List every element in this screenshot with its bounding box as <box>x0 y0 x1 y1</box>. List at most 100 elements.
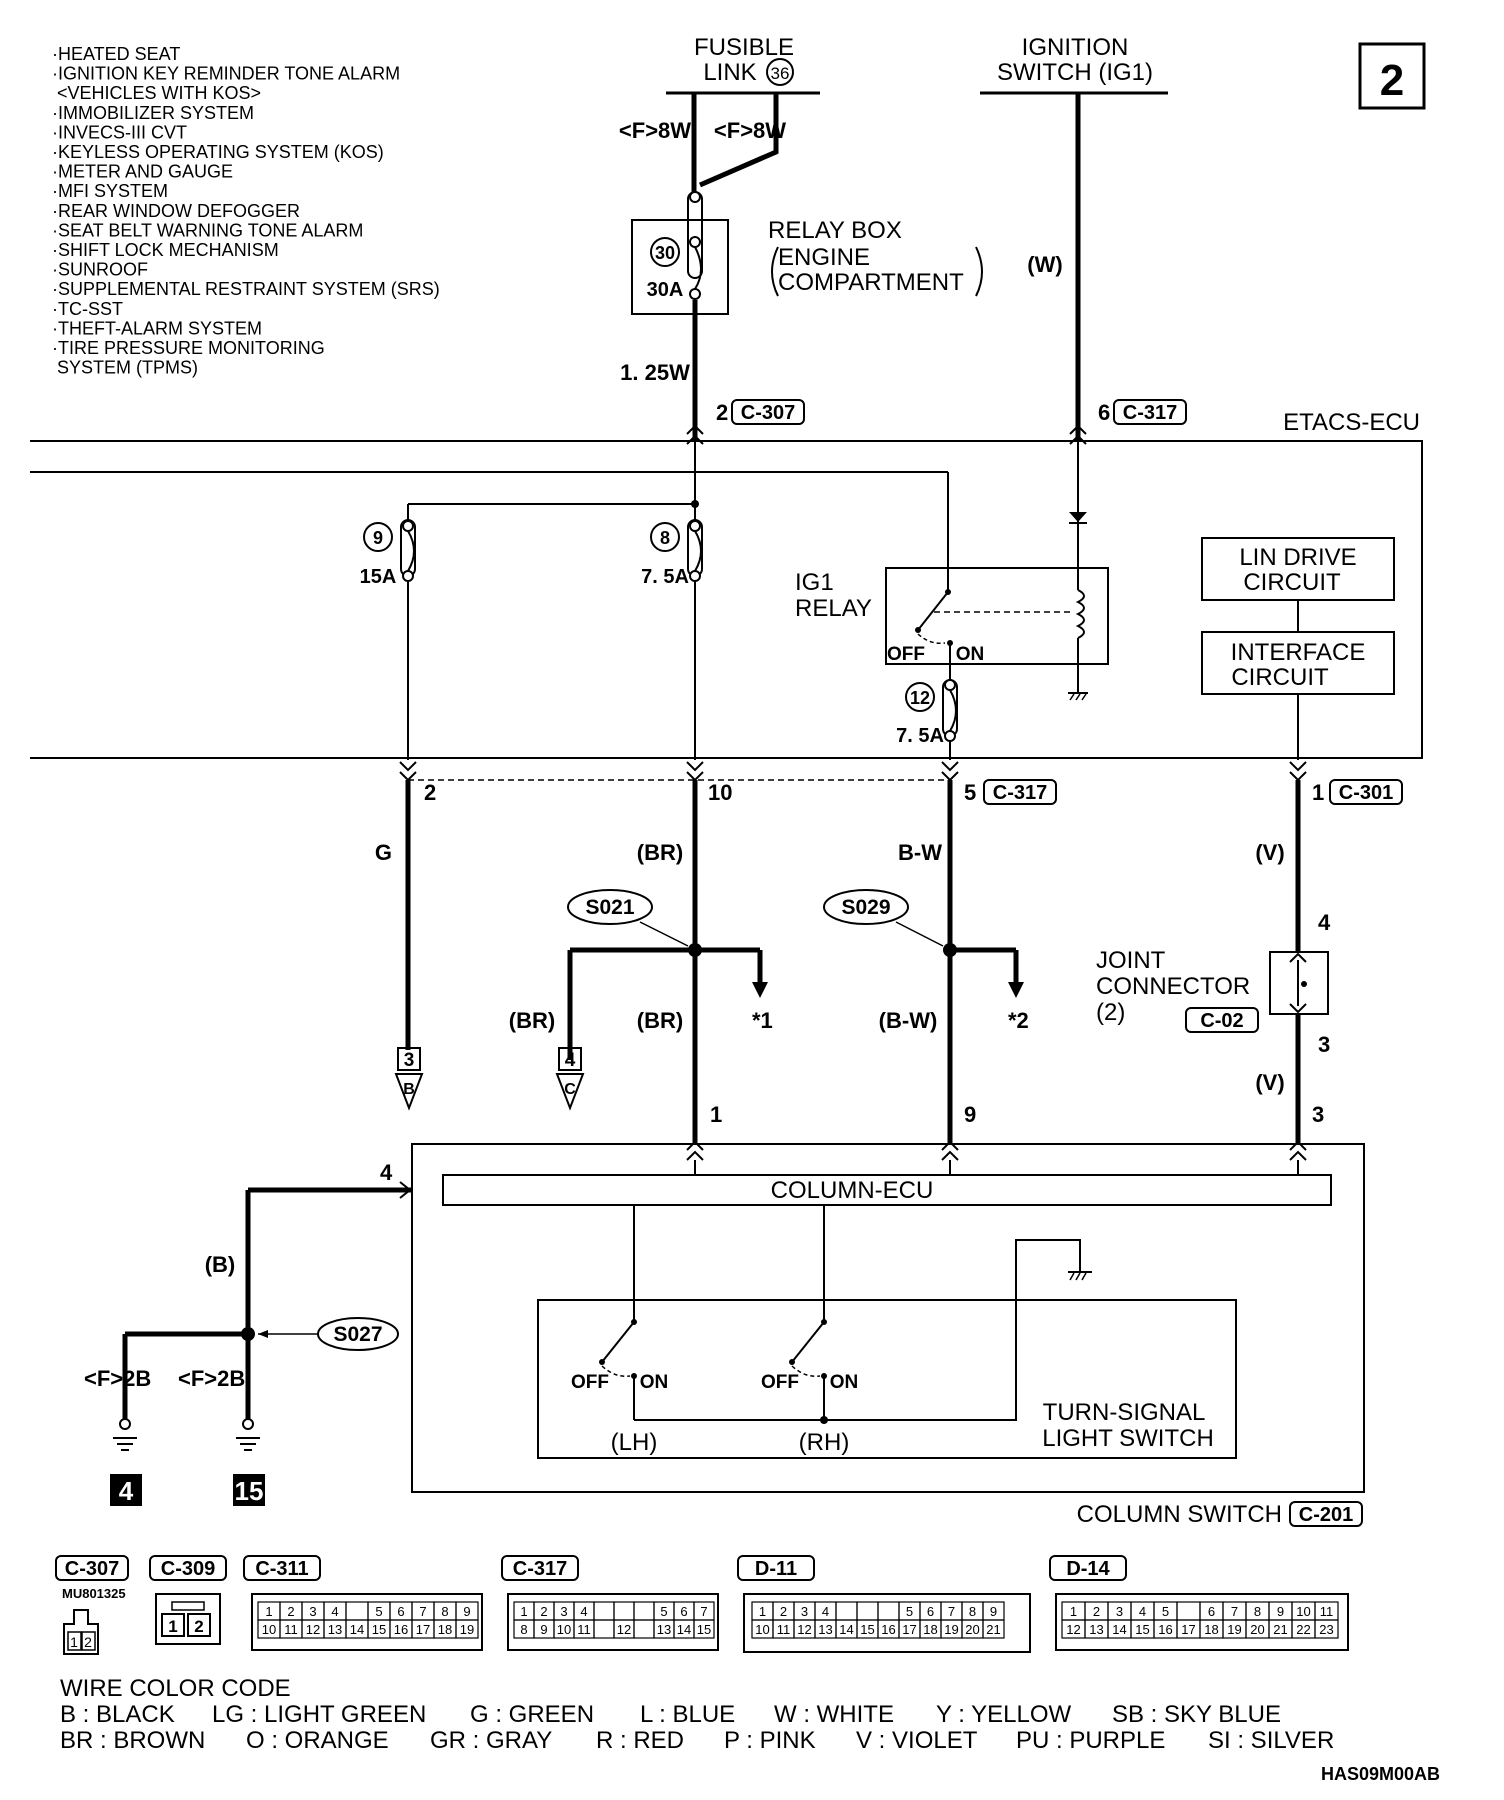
system-list-item: ·TIRE PRESSURE MONITORING <box>52 338 325 358</box>
svg-text:8: 8 <box>441 1604 448 1619</box>
wire-color-entry: B : BLACK <box>60 1701 175 1728</box>
svg-text:16: 16 <box>394 1622 408 1637</box>
cv-c317: C-317 <box>513 1558 567 1580</box>
svg-text:19: 19 <box>1227 1622 1241 1637</box>
out-conn-c317: C-317 <box>993 782 1047 804</box>
wire-color-entry: GR : GRAY <box>430 1727 552 1754</box>
system-list-item: ·KEYLESS OPERATING SYSTEM (KOS) <box>52 142 384 162</box>
wire-color-entry: L : BLUE <box>640 1701 735 1728</box>
lin-drive-label: LIN DRIVE <box>1239 544 1356 571</box>
out-pin-1: 1 <box>1312 780 1324 805</box>
wire-color-entry: G : GREEN <box>470 1701 594 1728</box>
fuse-9-number: 9 <box>373 528 383 548</box>
turn-signal-label-2: LIGHT SWITCH <box>1042 1425 1214 1452</box>
svg-text:11: 11 <box>577 1622 591 1637</box>
system-list-item: ·SEAT BELT WARNING TONE ALARM <box>52 220 363 240</box>
system-list-item: ·METER AND GAUGE <box>52 162 233 182</box>
splice-s027: S027 <box>333 1323 382 1346</box>
column-ecu-label: COLUMN-ECU <box>771 1177 934 1204</box>
wire-br-label: (BR) <box>637 840 683 865</box>
wire-color-entry: PU : PURPLE <box>1016 1727 1165 1754</box>
system-list-item: ·TC-SST <box>52 299 123 319</box>
svg-text:7: 7 <box>948 1604 955 1619</box>
svg-text:23: 23 <box>1319 1622 1333 1637</box>
svg-text:1: 1 <box>70 1634 78 1650</box>
svg-text:7: 7 <box>1231 1604 1238 1619</box>
svg-text:15: 15 <box>372 1622 386 1637</box>
svg-text:5: 5 <box>906 1604 913 1619</box>
ground-wire-2: <F>2B <box>178 1366 245 1391</box>
svg-text:1: 1 <box>759 1604 766 1619</box>
svg-text:4: 4 <box>580 1604 587 1619</box>
svg-text:5: 5 <box>660 1604 667 1619</box>
svg-text:18: 18 <box>438 1622 452 1637</box>
system-list-item: <VEHICLES WITH KOS> <box>52 83 261 103</box>
svg-text:10: 10 <box>1296 1604 1310 1619</box>
cv-d11: D-11 <box>755 1558 797 1580</box>
svg-text:13: 13 <box>1089 1622 1103 1637</box>
wire-g-label: G <box>375 840 392 865</box>
turn-signal-switch-box <box>537 1299 1237 1459</box>
ground-point-4: 4 <box>119 1476 134 1506</box>
svg-text:2: 2 <box>1093 1604 1100 1619</box>
fuse-30-rating: 30A <box>647 279 684 301</box>
wire-color-entry: P : PINK <box>724 1727 816 1754</box>
svg-text:9: 9 <box>540 1622 547 1637</box>
fusible-link-label-2: LINK <box>703 59 756 86</box>
fuse-30-number-circle <box>650 237 680 267</box>
ig1-relay-off: OFF <box>887 644 925 665</box>
relay-box-frame <box>631 219 729 315</box>
star-1: *1 <box>752 1008 773 1033</box>
svg-text:5: 5 <box>1162 1604 1169 1619</box>
system-list-item: ·SHIFT LOCK MECHANISM <box>52 240 279 260</box>
wire-1-25w-label: 1. 25W <box>620 360 690 385</box>
svg-text:2: 2 <box>287 1604 294 1619</box>
svg-text:11: 11 <box>1320 1604 1334 1619</box>
wire-color-title: WIRE COLOR CODE <box>60 1675 291 1702</box>
svg-text:13: 13 <box>657 1622 671 1637</box>
joint-connector-conn: C-02 <box>1200 1010 1243 1032</box>
lh-off: OFF <box>571 1372 609 1393</box>
system-list-item: ·IGNITION KEY REMINDER TONE ALARM <box>52 64 400 84</box>
system-list-item: ·SUPPLEMENTAL RESTRAINT SYSTEM (SRS) <box>52 279 440 299</box>
system-list-item: ·THEFT-ALARM SYSTEM <box>52 318 262 338</box>
svg-text:21: 21 <box>1273 1622 1287 1637</box>
fuse-30-number: 30 <box>655 243 675 263</box>
svg-text:6: 6 <box>1208 1604 1215 1619</box>
svg-text:2: 2 <box>780 1604 787 1619</box>
cv-c307-part: MU801325 <box>62 1586 126 1601</box>
wire-bw2-label: (B-W) <box>879 1008 938 1033</box>
fusible-link-number: 36 <box>771 64 790 83</box>
svg-text:18: 18 <box>1204 1622 1218 1637</box>
svg-text:18: 18 <box>923 1622 937 1637</box>
svg-text:3: 3 <box>309 1604 316 1619</box>
interface-label: INTERFACE <box>1231 639 1366 666</box>
svg-text:21: 21 <box>986 1622 1000 1637</box>
ignition-switch-label: IGNITION <box>1022 34 1129 61</box>
lh-on: ON <box>640 1372 669 1393</box>
svg-text:14: 14 <box>350 1622 364 1637</box>
conn-c201: C-201 <box>1299 1504 1353 1526</box>
fl-wire-left-label: <F>8W <box>619 118 691 143</box>
svg-text:22: 22 <box>1296 1622 1310 1637</box>
svg-text:2: 2 <box>84 1634 92 1650</box>
svg-text:14: 14 <box>677 1622 691 1637</box>
svg-text:6: 6 <box>680 1604 687 1619</box>
system-list-item: ·IMMOBILIZER SYSTEM <box>52 103 254 123</box>
ground-wire-1: <F>2B <box>84 1366 151 1391</box>
svg-text:12: 12 <box>797 1622 811 1637</box>
svg-text:17: 17 <box>1181 1622 1195 1637</box>
svg-text:12: 12 <box>1066 1622 1080 1637</box>
svg-text:8: 8 <box>1254 1604 1261 1619</box>
splice-s021: S021 <box>585 896 634 919</box>
wire-ig-w-label: (W) <box>1027 252 1062 277</box>
relay-box-label-2: ENGINE <box>778 244 870 271</box>
ground-point-15: 15 <box>235 1476 264 1506</box>
column-ecu-box <box>442 1174 1332 1206</box>
wire-color-entry: R : RED <box>596 1727 684 1754</box>
joint-pin-4: 4 <box>1318 910 1331 935</box>
svg-text:2: 2 <box>194 1617 203 1636</box>
wire-v2-label: (V) <box>1255 1070 1284 1095</box>
svg-text:13: 13 <box>328 1622 342 1637</box>
